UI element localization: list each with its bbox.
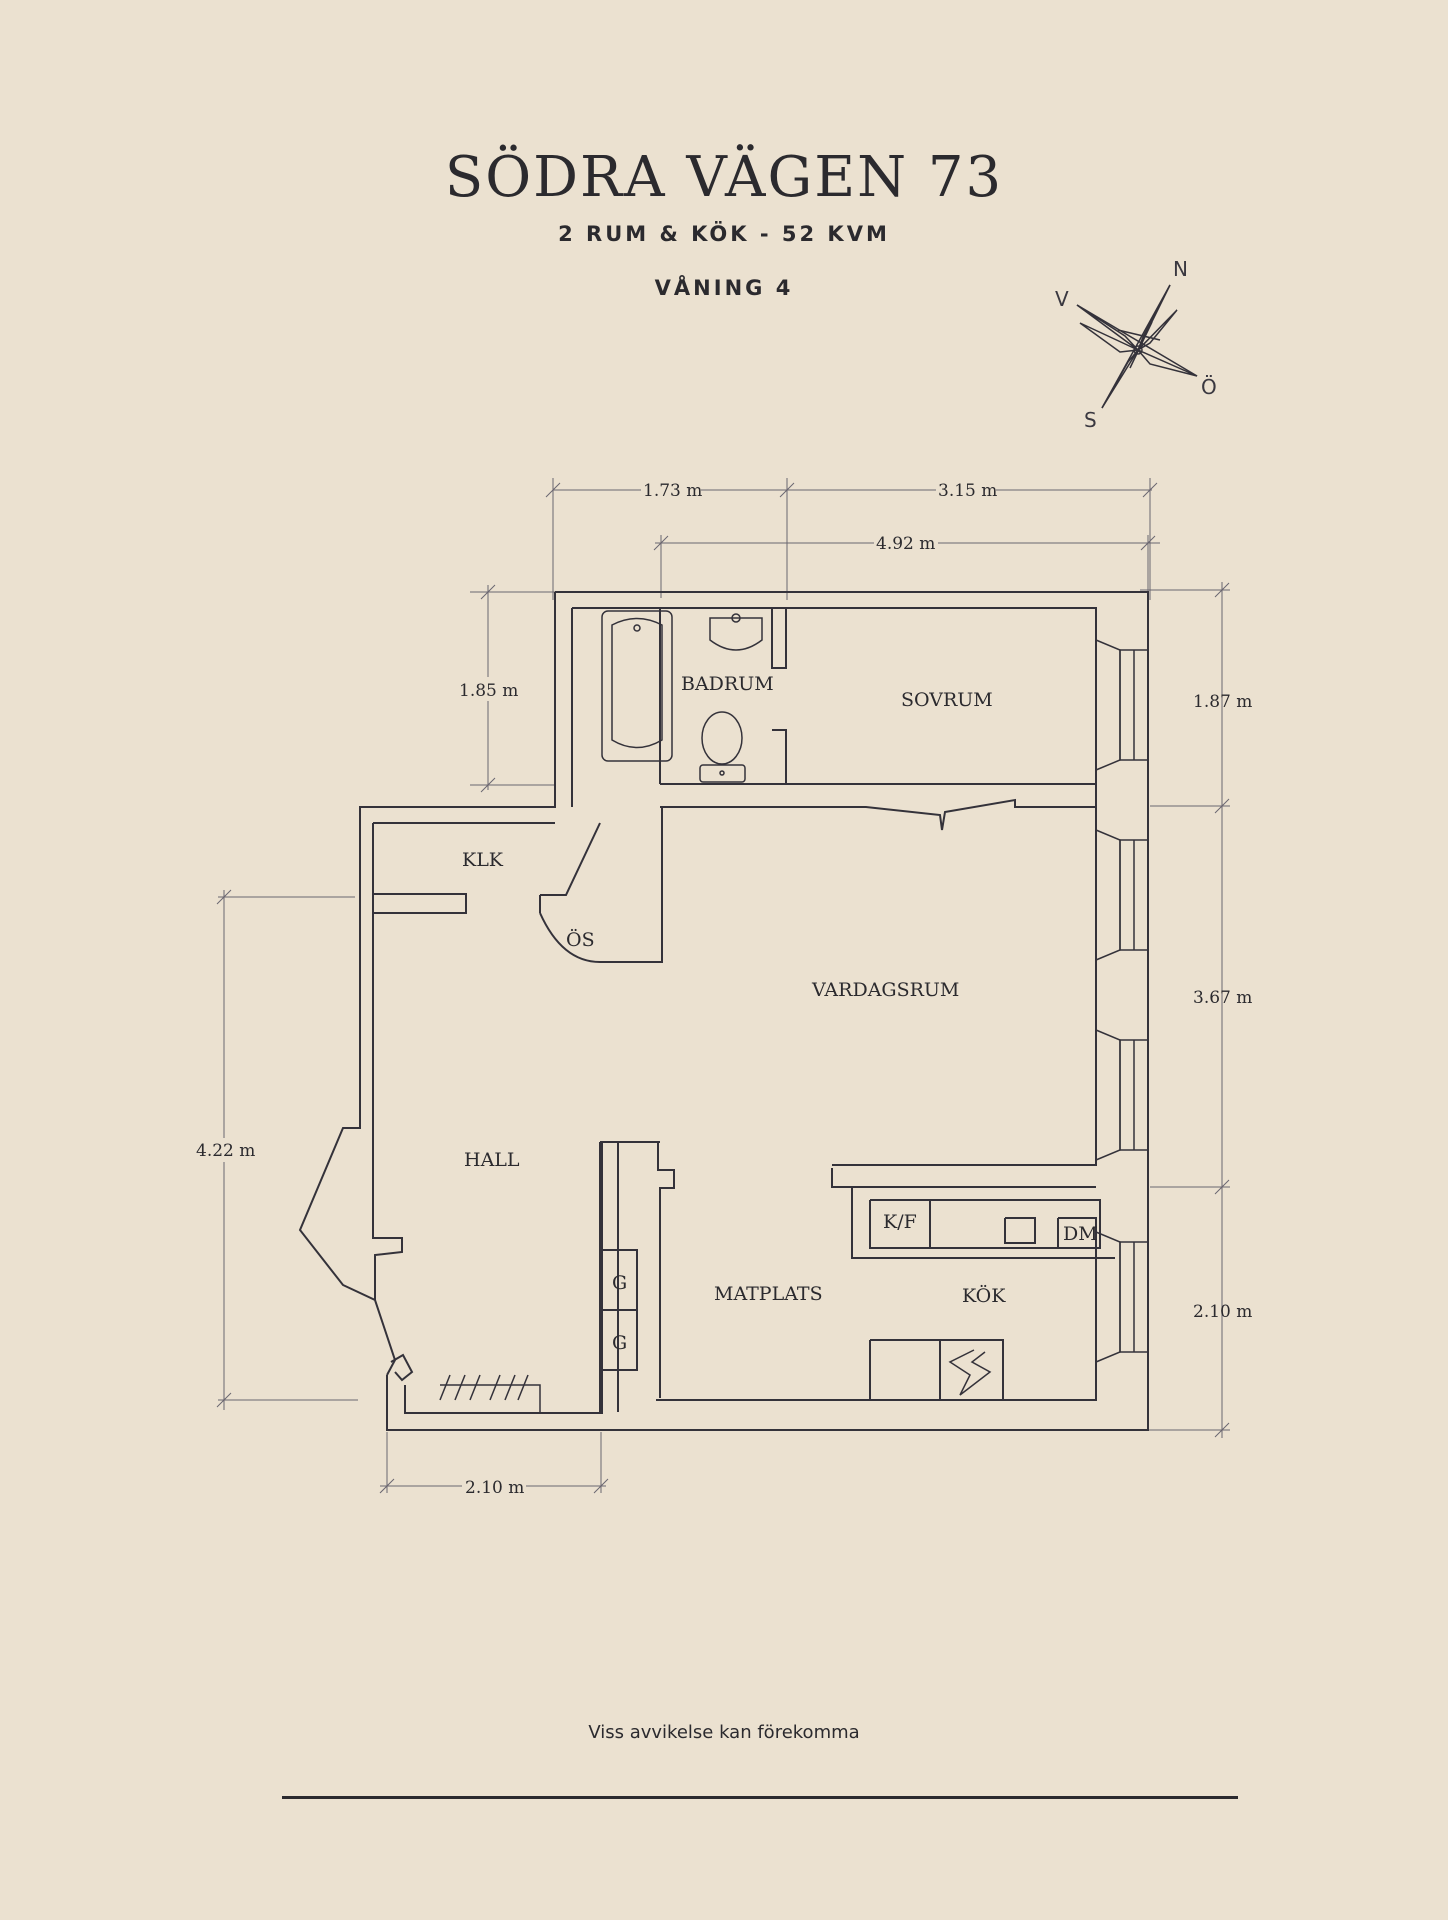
compass-o-label: Ö bbox=[1201, 375, 1217, 399]
dim-top-left: 1.73 m bbox=[643, 481, 702, 501]
window-kok bbox=[1095, 1231, 1149, 1363]
room-os: ÖS bbox=[566, 928, 595, 951]
windows bbox=[1095, 639, 1149, 1363]
dim-right-lower: 2.10 m bbox=[1193, 1302, 1252, 1322]
dim-top-right: 3.15 m bbox=[938, 481, 997, 501]
dim-left-lower: 4.22 m bbox=[196, 1141, 255, 1161]
page-title: SÖDRA VÄGEN 73 bbox=[444, 145, 1004, 210]
dim-right-middle: 3.67 m bbox=[1193, 988, 1252, 1008]
label-dm: DM bbox=[1063, 1223, 1098, 1245]
label-g1: G bbox=[612, 1272, 627, 1294]
room-labels: BADRUM SOVRUM KLK ÖS VARDAGSRUM HALL K/F… bbox=[462, 673, 1098, 1354]
bathtub-icon bbox=[601, 610, 673, 762]
dimension-labels: 1.73 m 3.15 m 4.92 m 1.85 m 1.87 m 3.67 … bbox=[192, 478, 1252, 1498]
compass-rose-icon: N V Ö S bbox=[1055, 257, 1217, 432]
compass-n-label: N bbox=[1173, 257, 1188, 281]
floor-label: VÅNING 4 bbox=[654, 276, 794, 300]
label-kf: K/F bbox=[883, 1211, 917, 1233]
room-badrum: BADRUM bbox=[681, 673, 774, 695]
dim-top-total: 4.92 m bbox=[876, 534, 935, 554]
window-sovrum bbox=[1095, 639, 1149, 771]
room-hall: HALL bbox=[464, 1149, 520, 1171]
sink-icon bbox=[709, 613, 763, 651]
room-matplats: MATPLATS bbox=[714, 1283, 823, 1305]
subtitle: 2 RUM & KÖK - 52 KVM bbox=[558, 222, 890, 246]
disclaimer: Viss avvikelse kan förekomma bbox=[588, 1722, 860, 1743]
room-sovrum: SOVRUM bbox=[901, 689, 993, 711]
dimension-lines bbox=[216, 478, 1230, 1494]
compass-v-label: V bbox=[1055, 287, 1069, 311]
footer-divider bbox=[282, 1796, 1238, 1799]
outer-walls bbox=[298, 591, 1149, 1431]
room-vardagsrum: VARDAGSRUM bbox=[811, 979, 959, 1001]
toilet-icon bbox=[699, 711, 746, 783]
dim-left-upper: 1.85 m bbox=[459, 681, 518, 701]
dim-bottom: 2.10 m bbox=[465, 1478, 524, 1498]
window-vardagsrum-1 bbox=[1095, 829, 1149, 961]
window-vardagsrum-2 bbox=[1095, 1029, 1149, 1161]
compass-s-label: S bbox=[1084, 408, 1097, 432]
dim-right-upper: 1.87 m bbox=[1193, 692, 1252, 712]
interior-walls bbox=[373, 608, 1115, 1413]
room-kok: KÖK bbox=[962, 1284, 1006, 1307]
label-g2: G bbox=[612, 1332, 627, 1354]
room-klk: KLK bbox=[462, 849, 504, 871]
